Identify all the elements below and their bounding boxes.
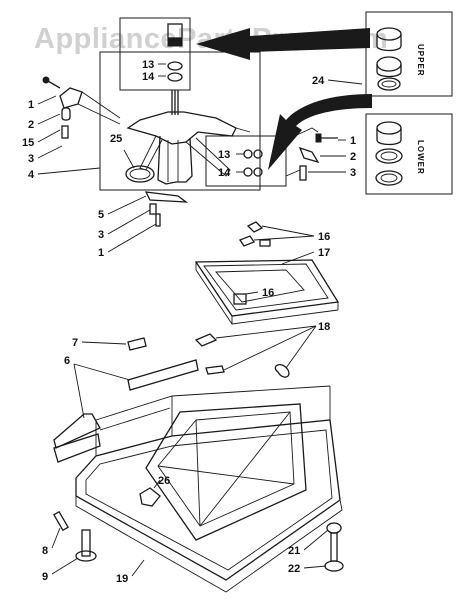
callout-6: 6 [64, 355, 70, 367]
seal-part-14 [167, 72, 183, 82]
callout-14-a: 14 [142, 71, 155, 83]
seal-part-13 [167, 61, 183, 71]
callout-2-a: 2 [28, 119, 34, 131]
callout-25: 25 [110, 133, 122, 145]
callout-13-b: 13 [218, 149, 230, 161]
callout-8: 8 [42, 545, 48, 557]
callout-18: 18 [318, 321, 330, 333]
bracket-5 [144, 191, 189, 203]
base-frame-19 [53, 333, 344, 593]
callout-5: 5 [98, 209, 104, 221]
transmission-spider [126, 111, 237, 145]
clip-2-left [59, 87, 83, 109]
foot-9 [75, 550, 97, 562]
clip-18-c [274, 364, 290, 378]
callout-1-a: 1 [28, 99, 34, 111]
clip-16-c [259, 239, 271, 247]
lower-bearing-box [365, 113, 453, 195]
rail-6-lower [53, 433, 101, 463]
base-outline [75, 419, 341, 581]
callout-1-c: 1 [350, 135, 356, 147]
leader-lines [37, 63, 363, 577]
clip-2-right [298, 146, 320, 164]
callouts: 1 2 15 3 4 13 14 25 5 3 1 24 1 2 3 13 14… [22, 59, 356, 585]
callout-19: 19 [116, 573, 128, 585]
callout-17: 17 [318, 247, 330, 259]
shaft-cap-ring [167, 37, 183, 47]
callout-21: 21 [288, 545, 300, 557]
pin-3-left [61, 125, 69, 139]
seal-box [119, 17, 191, 91]
clip-16-b [239, 235, 255, 247]
callout-26: 26 [158, 475, 170, 487]
grommet-25 [125, 165, 155, 183]
clip-16-a [246, 221, 264, 233]
callout-7: 7 [72, 337, 78, 349]
callout-4: 4 [28, 169, 35, 181]
callout-24: 24 [312, 75, 325, 87]
pin-3-right [299, 165, 307, 181]
arrow-upper-bearing [196, 28, 370, 60]
lower-label: LOWER [416, 140, 425, 175]
transmission-box [99, 51, 261, 191]
callout-15: 15 [22, 137, 34, 149]
rail-7 [127, 337, 147, 351]
bearing-panel: UPPER LOWER [365, 11, 453, 195]
inner-seal-box [205, 135, 287, 187]
upper-bearing-box [365, 11, 453, 97]
clip-16-d [233, 293, 247, 305]
callout-3-c: 3 [350, 167, 356, 179]
spring-15 [61, 107, 71, 121]
clip-18-b [205, 365, 225, 375]
upper-label: UPPER [416, 44, 425, 77]
callout-3-a: 3 [28, 153, 34, 165]
clip-18-a [194, 333, 218, 347]
bracket-assembly-17 [194, 221, 340, 325]
clip-26 [139, 487, 161, 507]
foot-22 [324, 560, 344, 572]
callout-1-b: 1 [98, 247, 104, 259]
callout-3-b: 3 [98, 229, 104, 241]
callout-13-a: 13 [142, 59, 154, 71]
callout-9: 9 [42, 571, 48, 583]
nut-21 [326, 522, 342, 534]
callout-2-b: 2 [350, 151, 356, 163]
pin-3-lower [149, 203, 157, 215]
callout-14-b: 14 [218, 167, 231, 179]
callout-22: 22 [288, 563, 300, 575]
center-pyramid [145, 403, 307, 541]
pin-8 [53, 510, 69, 532]
callout-16-b: 16 [262, 287, 274, 299]
callout-16-a: 16 [318, 231, 330, 243]
bolt-1-lower [155, 213, 161, 227]
rail-6-upper [127, 359, 199, 391]
arrow-lower-bearing [268, 94, 372, 170]
